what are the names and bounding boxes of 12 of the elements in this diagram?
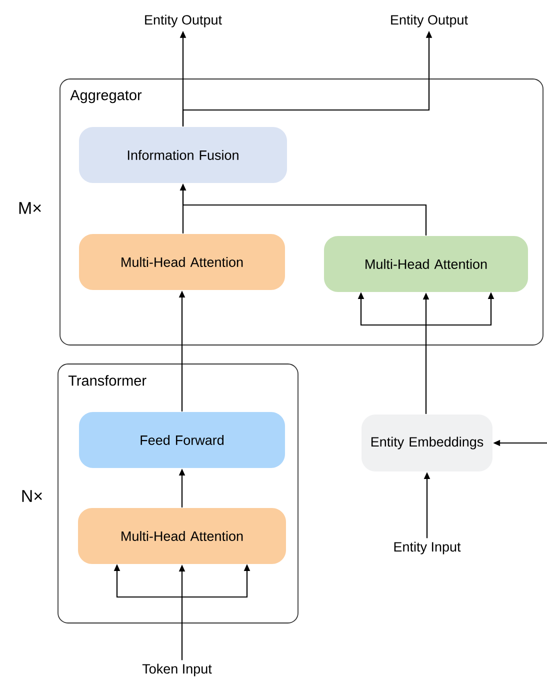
repeat-label: N× [22, 490, 42, 502]
text-label: Entity Input [394, 542, 461, 554]
process-box: Information Fusion [79, 127, 287, 183]
process-box: Multi-Head Attention [78, 508, 286, 564]
process-box: Feed Forward [79, 412, 285, 468]
text-label: Entity Output [145, 14, 222, 28]
repeat-label: M× [19, 202, 41, 214]
process-box: Multi-Head Attention [324, 236, 528, 292]
text-label: Token Input [142, 664, 212, 676]
text-label: Entity Output [391, 14, 468, 28]
process-box: Entity Embeddings [362, 414, 492, 472]
process-box: Multi-Head Attention [79, 234, 285, 290]
